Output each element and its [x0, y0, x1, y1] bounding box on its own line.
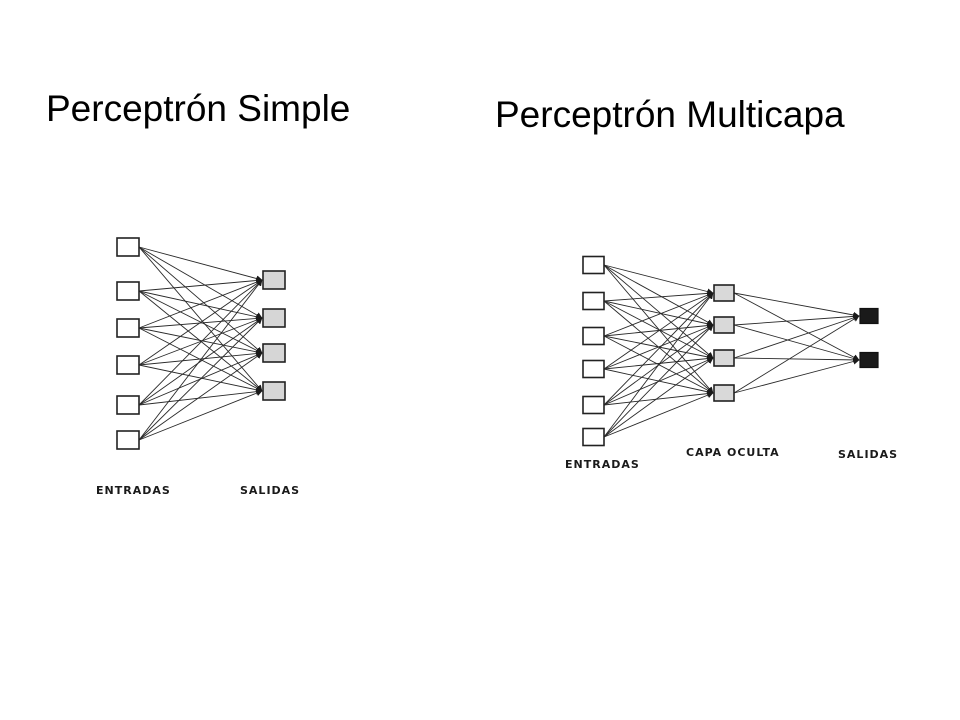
multi-edge-in-0-0: [603, 264, 714, 295]
simple-edge-3-1: [138, 317, 263, 366]
simple-edge-2-0: [138, 279, 263, 329]
multilayer-input-node-4: [582, 359, 605, 379]
multilayer-input-node-3: [582, 326, 605, 346]
multilayer-perceptron-diagram: ENTRADAS CAPA OCULTA SALIDAS: [565, 255, 898, 471]
multilayer-hidden-node-4: [713, 384, 735, 402]
multilayer-hidden-node-2: [713, 316, 735, 334]
multilayer-hidden-node-1: [713, 284, 735, 302]
simple-input-node-4: [116, 355, 140, 375]
multi-edge-in-1-0: [603, 290, 714, 302]
simple-edge-5-0: [138, 279, 263, 441]
multi-edge-hid-3-1: [733, 358, 860, 394]
multilayer-hidden-node-3: [713, 349, 735, 367]
simple-edge-3-3: [138, 364, 263, 393]
multilayer-nodes: [582, 255, 879, 447]
simple-edge-2-2: [138, 327, 263, 355]
multi-edge-hid-1-1: [733, 324, 860, 362]
simple-edge-0-0: [138, 246, 263, 282]
multi-edge-in-3-2: [603, 355, 714, 370]
simple-edge-4-1: [138, 317, 263, 406]
multi-edge-hid-1-0: [733, 313, 860, 326]
multi-edge-in-0-1: [603, 264, 714, 326]
multi-edge-hid-0-0: [733, 292, 860, 319]
multi-edge-in-4-3: [603, 390, 714, 406]
simple-perceptron-diagram: ENTRADAS SALIDAS: [96, 237, 300, 497]
simple-input-node-5: [116, 395, 140, 415]
simple-input-node-6: [116, 430, 140, 450]
simple-nodes: [116, 237, 286, 450]
simple-edge-1-0: [138, 277, 263, 292]
simple-edge-4-0: [138, 279, 263, 406]
multi-edge-in-5-1: [603, 324, 714, 438]
simple-edge-4-3: [138, 388, 263, 406]
simple-input-node-3: [116, 318, 140, 338]
simple-edge-5-3: [138, 390, 263, 441]
multi-edge-hid-0-1: [733, 292, 860, 361]
simple-output-node-4: [262, 381, 286, 401]
multi-edge-in-2-0: [603, 292, 714, 337]
multilayer-input-node-6: [582, 427, 605, 447]
multi-edge-in-1-2: [603, 300, 714, 359]
simple-edge-5-1: [138, 317, 263, 441]
simple-output-node-2: [262, 308, 286, 328]
simple-edge-1-3: [138, 290, 263, 392]
simple-outputs-label: SALIDAS: [240, 484, 300, 497]
multilayer-hidden-label: CAPA OCULTA: [686, 446, 780, 459]
simple-input-node-2: [116, 281, 140, 301]
multilayer-input-node-2: [582, 291, 605, 311]
multi-edge-in-1-1: [603, 300, 714, 327]
simple-edge-5-2: [138, 352, 263, 441]
simple-edge-1-1: [138, 290, 263, 320]
multi-edge-in-3-0: [603, 292, 714, 370]
multi-edge-in-5-3: [603, 392, 714, 438]
multi-edge-in-5-0: [603, 292, 714, 438]
simple-edge-0-3: [138, 246, 263, 392]
multilayer-input-node-5: [582, 395, 605, 415]
multi-edge-in-5-2: [603, 357, 714, 438]
multi-edge-hid-2-1: [733, 356, 860, 364]
title-perceptron-multicapa: Perceptrón Multicapa: [495, 94, 845, 135]
simple-connections: [138, 246, 263, 441]
multilayer-connections: [603, 264, 860, 438]
multi-edge-hid-2-0: [733, 314, 860, 359]
multi-edge-in-3-1: [603, 324, 714, 370]
multilayer-inputs-label: ENTRADAS: [565, 458, 640, 471]
multi-edge-in-0-2: [603, 264, 714, 359]
simple-edge-3-0: [138, 279, 263, 366]
simple-output-node-1: [262, 270, 286, 290]
simple-edge-3-2: [138, 350, 263, 366]
multi-edge-hid-3-0: [733, 315, 860, 394]
title-perceptron-simple: Perceptrón Simple: [46, 88, 351, 129]
simple-edge-0-1: [138, 246, 263, 319]
simple-output-node-3: [262, 343, 286, 363]
multi-edge-in-4-0: [603, 292, 714, 406]
multilayer-output-node-1: [859, 307, 879, 325]
simple-edge-0-2: [138, 246, 263, 354]
multilayer-input-node-1: [582, 255, 605, 275]
simple-inputs-label: ENTRADAS: [96, 484, 171, 497]
multilayer-outputs-label: SALIDAS: [838, 448, 898, 461]
multilayer-output-node-2: [859, 351, 879, 369]
simple-input-node-1: [116, 237, 140, 257]
